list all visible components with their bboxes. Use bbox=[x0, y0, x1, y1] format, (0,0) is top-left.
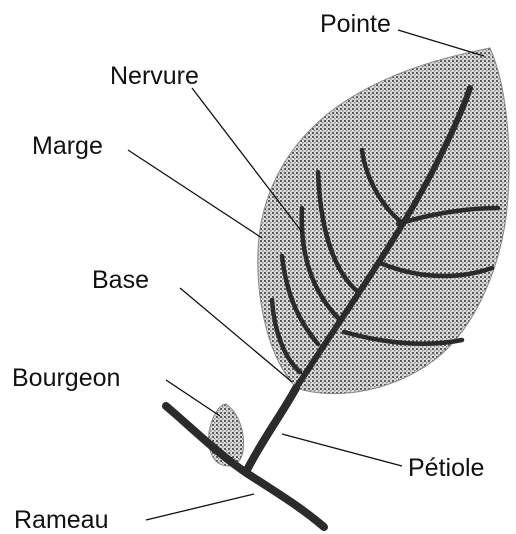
pointe-leader bbox=[398, 30, 484, 56]
petiole-leader bbox=[282, 434, 402, 466]
nervure-leader bbox=[192, 88, 302, 232]
label-petiole: Pétiole bbox=[408, 454, 484, 482]
petiole-shape bbox=[246, 388, 296, 472]
label-marge: Marge bbox=[32, 132, 103, 160]
label-base: Base bbox=[92, 266, 149, 294]
label-rameau: Rameau bbox=[14, 506, 109, 534]
marge-leader bbox=[128, 150, 262, 238]
label-bourgeon: Bourgeon bbox=[12, 364, 120, 392]
label-pointe: Pointe bbox=[320, 10, 391, 38]
rameau-leader bbox=[146, 494, 254, 520]
label-nervure: Nervure bbox=[110, 62, 199, 90]
